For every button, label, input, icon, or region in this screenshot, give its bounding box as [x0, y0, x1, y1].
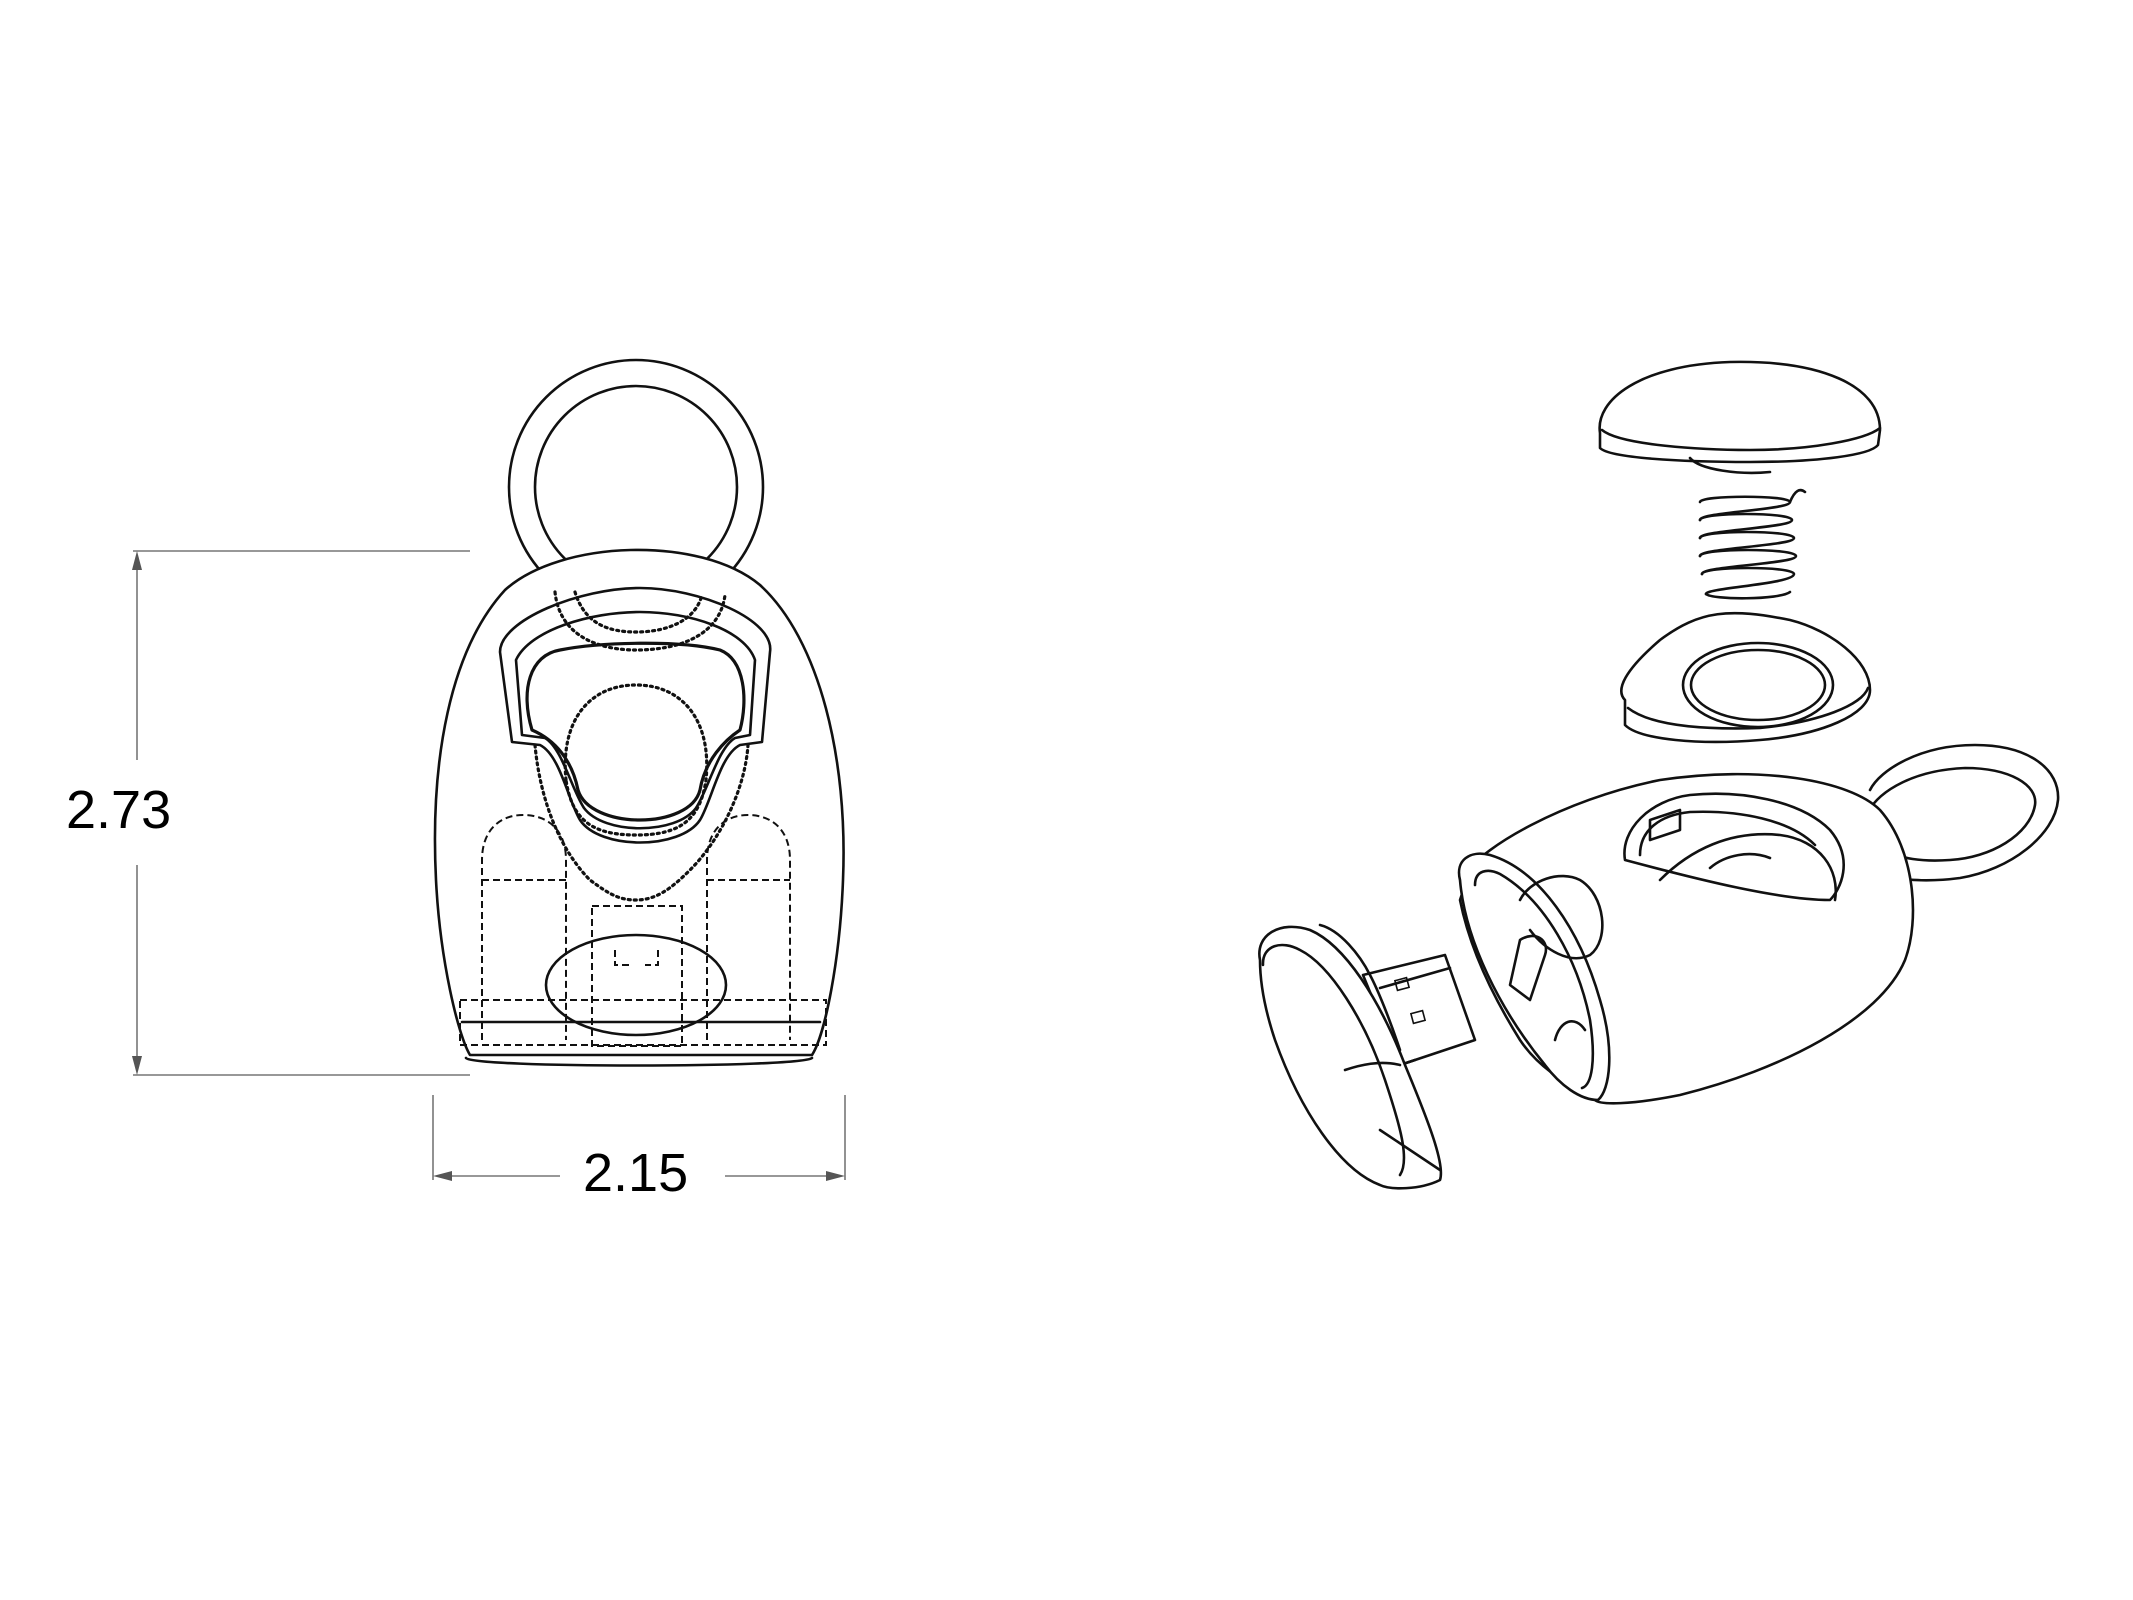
usb-stick-part — [1258, 923, 1477, 1190]
usb-cap-oval — [544, 933, 728, 1037]
width-dimension-label: 2.15 — [583, 1143, 689, 1203]
usb-pin-hidden — [614, 950, 630, 966]
left-clip-hidden — [481, 813, 567, 1040]
dim-arrow-left — [433, 1171, 452, 1181]
base-bottom — [464, 1056, 814, 1067]
button-window-inner — [514, 610, 757, 830]
body-keyring — [1868, 743, 2060, 882]
dim-arrow-bottom — [132, 1056, 142, 1075]
triangular-plate-part — [1620, 611, 1872, 744]
plate-hole — [1681, 641, 1835, 729]
ring-hidden-arc-inner — [573, 590, 704, 634]
usb-pin-hole-2 — [1409, 1009, 1427, 1025]
dimension-width — [432, 1095, 846, 1181]
top-cap-part — [1598, 360, 1882, 475]
plunger-hidden — [563, 683, 709, 837]
button-cap — [525, 641, 746, 822]
usb-pin-hole-1 — [1393, 976, 1411, 992]
dim-arrow-right — [826, 1171, 845, 1181]
base-band-hidden — [459, 999, 827, 1046]
main-body-part — [1457, 743, 2060, 1105]
usb-pin-hidden-2 — [645, 950, 659, 966]
right-clip-hidden — [706, 813, 791, 1040]
spring-part — [1698, 488, 1807, 600]
dim-arrow-top — [132, 551, 142, 570]
height-dimension-label: 2.73 — [66, 780, 172, 840]
button-window-frame — [498, 586, 772, 844]
body-outline — [433, 548, 845, 1057]
dimension-height — [132, 550, 470, 1076]
exploded-view — [1258, 360, 2060, 1190]
front-view — [433, 358, 845, 1067]
